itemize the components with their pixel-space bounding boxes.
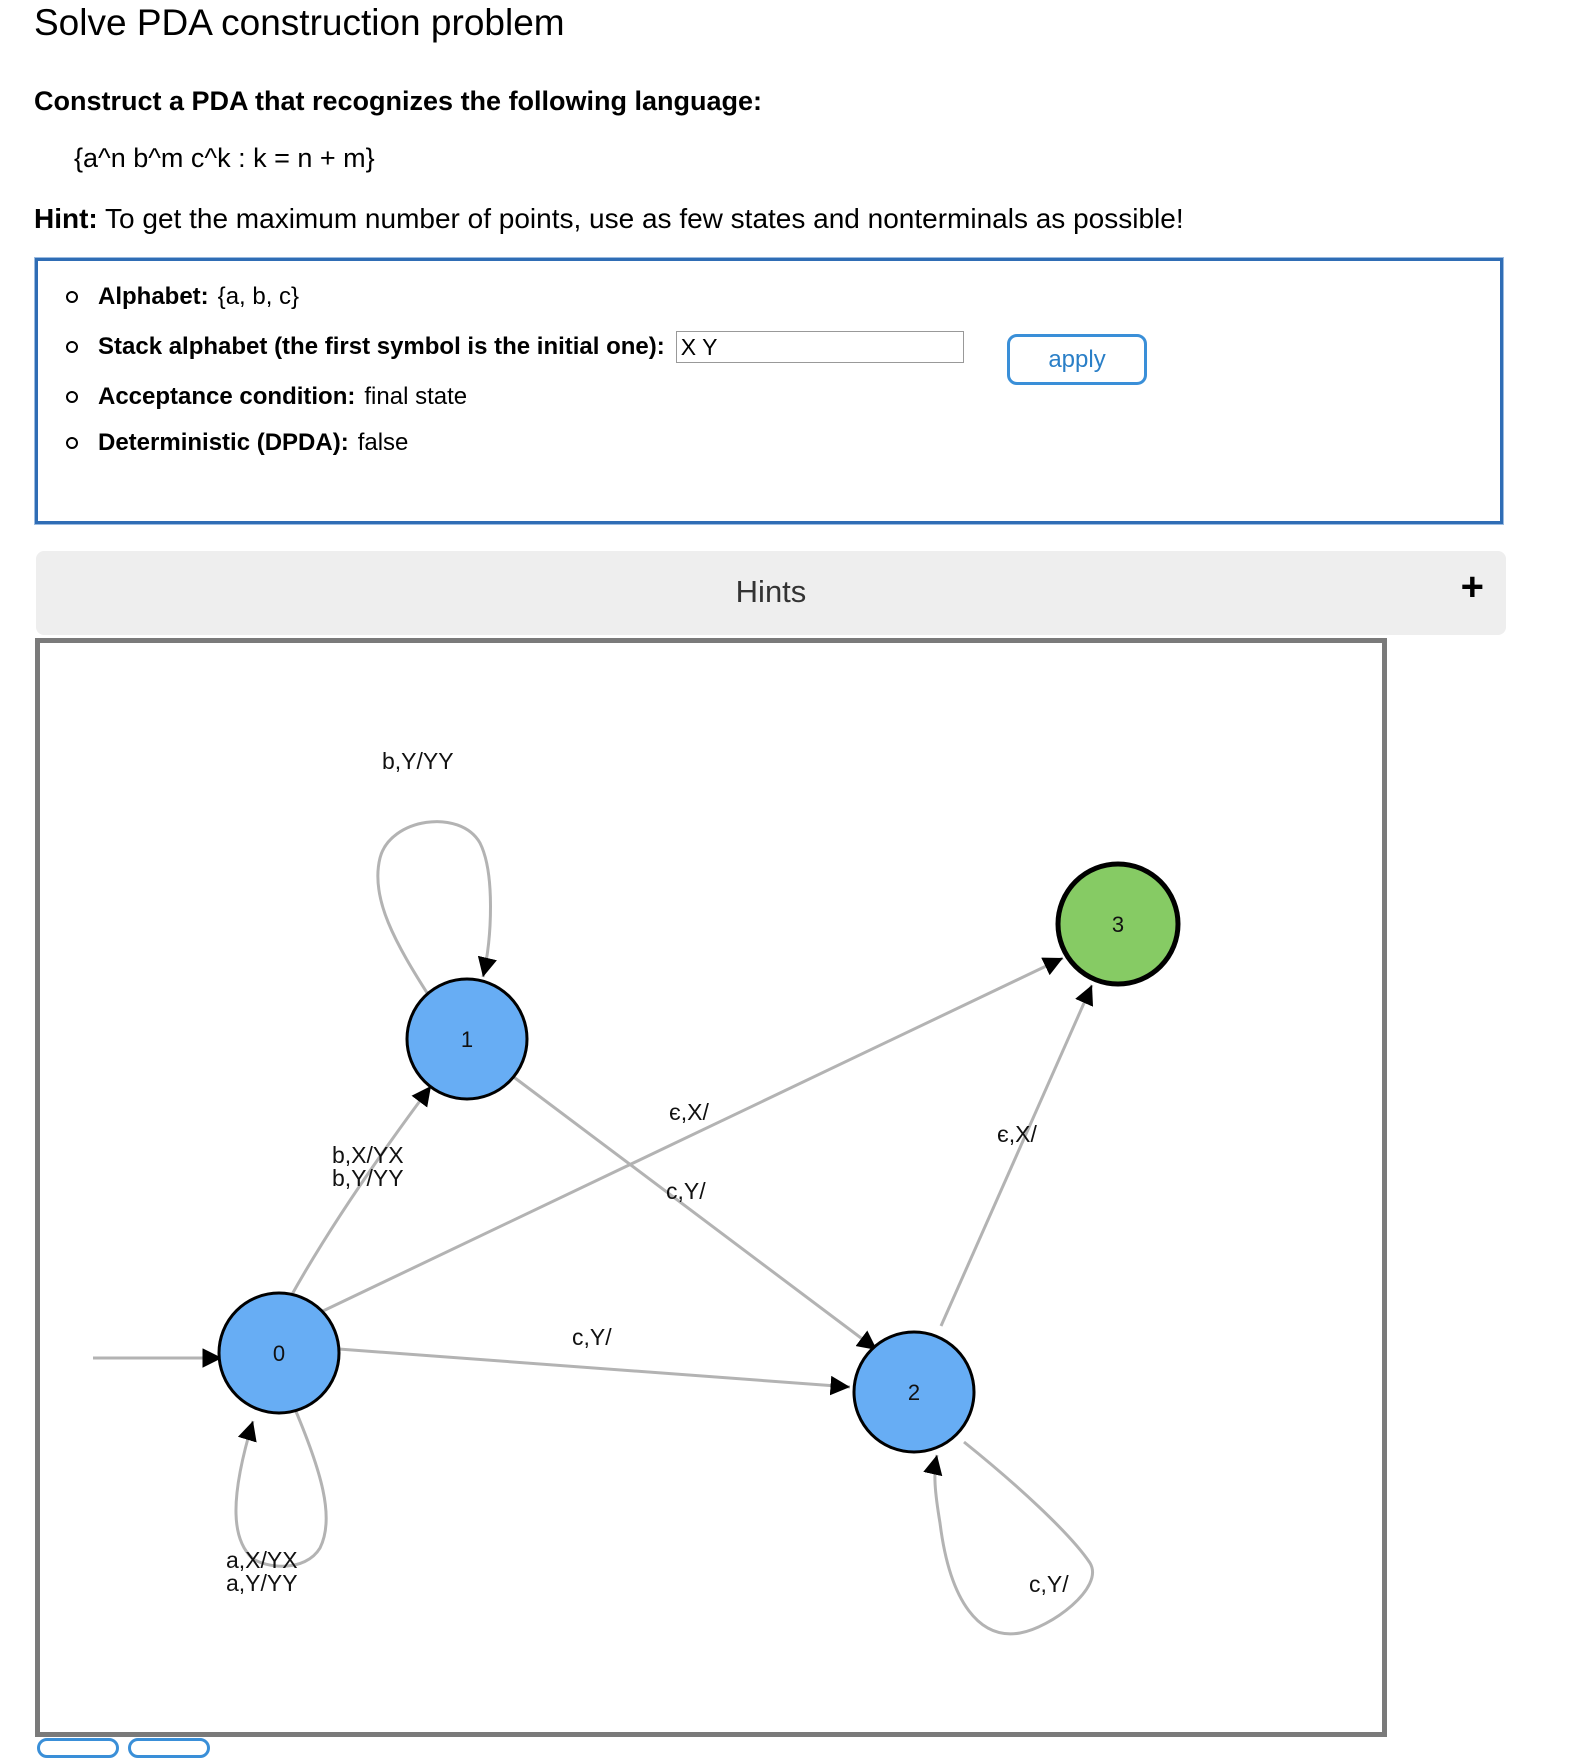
transition-edge-2-2[interactable] [923, 1440, 1094, 1636]
transition-label-0-2: c,Y/ [572, 1324, 612, 1350]
transition-label-2-3: є,X/ [997, 1121, 1037, 1147]
state-label-1: 1 [461, 1027, 473, 1052]
alphabet-value: {a, b, c} [217, 283, 300, 310]
footer-button-1[interactable] [37, 1738, 119, 1758]
stack-alphabet-item: Stack alphabet (the first symbol is the … [66, 331, 964, 363]
bullet-icon [66, 437, 78, 449]
bullet-icon [66, 341, 78, 353]
transition-edge-0-0[interactable] [234, 1401, 328, 1568]
deterministic-value: false [357, 429, 409, 456]
transition-edge-0-3[interactable] [301, 956, 1064, 1323]
state-circle-2[interactable] [852, 1330, 976, 1454]
stack-alphabet-label: Stack alphabet (the first symbol is the … [98, 333, 665, 360]
acceptance-label: Acceptance condition: [98, 383, 356, 410]
transition-label-1-2: c,Y/ [666, 1178, 706, 1204]
footer-button-2[interactable] [128, 1738, 210, 1758]
transition-edge-0-1[interactable] [288, 1085, 433, 1299]
transition-edge-1-1[interactable] [376, 820, 497, 1000]
state-node-3[interactable]: 3 [1055, 861, 1181, 987]
acceptance-value: final state [364, 383, 468, 410]
transition-label-1-1: b,Y/YY [382, 748, 454, 774]
hints-accordion[interactable]: Hints + [36, 551, 1506, 635]
transition-label-0-0-b: a,Y/YY [226, 1570, 298, 1596]
state-node-0[interactable]: 0 [217, 1291, 341, 1415]
pda-diagram[interactable]: 0 1 2 3 b,Y/YY b,X/YX b,Y/YY є,X/ є,X/ c… [40, 643, 1382, 1732]
pda-diagram-canvas[interactable]: 0 1 2 3 b,Y/YY b,X/YX b,Y/YY є,X/ є,X/ c… [35, 638, 1387, 1737]
state-circle-3[interactable] [1055, 861, 1181, 987]
alphabet-label: Alphabet: [98, 283, 209, 310]
state-circle-0[interactable] [217, 1291, 341, 1415]
language-definition: {a^n b^m c^k : k = n + m} [74, 143, 375, 173]
bullet-icon [66, 291, 78, 303]
alphabet-item: Alphabet: {a, b, c} [66, 283, 299, 311]
hint-line: Hint: To get the maximum number of point… [34, 203, 1184, 235]
apply-button[interactable]: apply [1007, 334, 1147, 385]
state-label-3: 3 [1112, 912, 1124, 937]
transition-edge-2-3[interactable] [939, 984, 1094, 1327]
hint-label: Hint: [34, 203, 98, 234]
transition-edge-0-2[interactable] [311, 1345, 851, 1396]
problem-prompt: Construct a PDA that recognizes the foll… [34, 86, 763, 116]
bullet-icon [66, 391, 78, 403]
stack-alphabet-input[interactable] [675, 331, 964, 363]
state-node-2[interactable]: 2 [852, 1330, 976, 1454]
transition-label-0-0-a: a,X/YX [226, 1547, 298, 1573]
state-label-2: 2 [908, 1380, 920, 1405]
pda-config-panel: Alphabet: {a, b, c} Stack alphabet (the … [35, 258, 1503, 524]
transition-label-0-1-b: b,Y/YY [332, 1165, 404, 1191]
state-circle-1[interactable] [405, 977, 529, 1101]
transition-edge-1-2[interactable] [510, 1073, 878, 1352]
transition-label-0-3: є,X/ [669, 1099, 709, 1125]
state-label-0: 0 [273, 1341, 285, 1366]
page-title: Solve PDA construction problem [34, 2, 565, 43]
deterministic-label: Deterministic (DPDA): [98, 429, 349, 456]
transition-label-2-2: c,Y/ [1029, 1571, 1069, 1597]
deterministic-item: Deterministic (DPDA): false [66, 429, 408, 457]
hints-label: Hints [735, 574, 807, 609]
state-node-1[interactable]: 1 [405, 977, 529, 1101]
expand-plus-icon[interactable]: + [1460, 565, 1484, 609]
transition-label-0-1-a: b,X/YX [332, 1142, 404, 1168]
hint-text: To get the maximum number of points, use… [105, 203, 1184, 234]
acceptance-item: Acceptance condition: final state [66, 383, 467, 411]
